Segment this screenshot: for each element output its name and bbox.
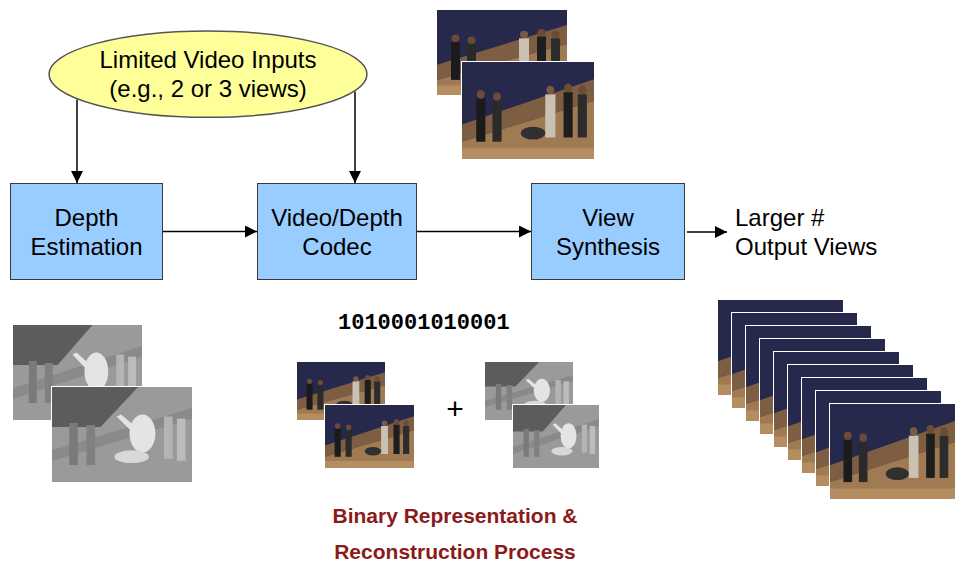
flow-arrow <box>163 231 257 233</box>
video-frame <box>325 405 414 468</box>
process-box: View Synthesis <box>531 183 685 280</box>
process-box: Video/Depth Codec <box>257 183 417 280</box>
plus-sign: + <box>440 392 470 426</box>
bitstream-label: 1010001010001 <box>338 310 558 338</box>
flow-arrow <box>354 92 356 183</box>
node-text: Depth Estimation <box>20 203 153 261</box>
video-frame <box>462 62 594 159</box>
process-box: Depth Estimation <box>10 183 163 280</box>
flow-arrow <box>76 99 78 183</box>
depth-map <box>52 387 192 482</box>
node-text: Limited Video Inputs (e.g., 2 or 3 views… <box>83 45 333 103</box>
node-text: View Synthesis <box>541 203 675 261</box>
ellipse-outline <box>48 30 368 118</box>
caption-label: Binary Representation & Reconstruction P… <box>295 498 615 567</box>
node-text: Video/Depth Codec <box>267 203 407 261</box>
output-label: Larger # Output Views <box>735 203 900 261</box>
output-view-stack <box>717 299 956 500</box>
input-ellipse: Limited Video Inputs (e.g., 2 or 3 views… <box>48 30 368 118</box>
output-arrow <box>687 231 727 233</box>
flow-arrow <box>417 231 531 233</box>
depth-map <box>513 405 599 468</box>
